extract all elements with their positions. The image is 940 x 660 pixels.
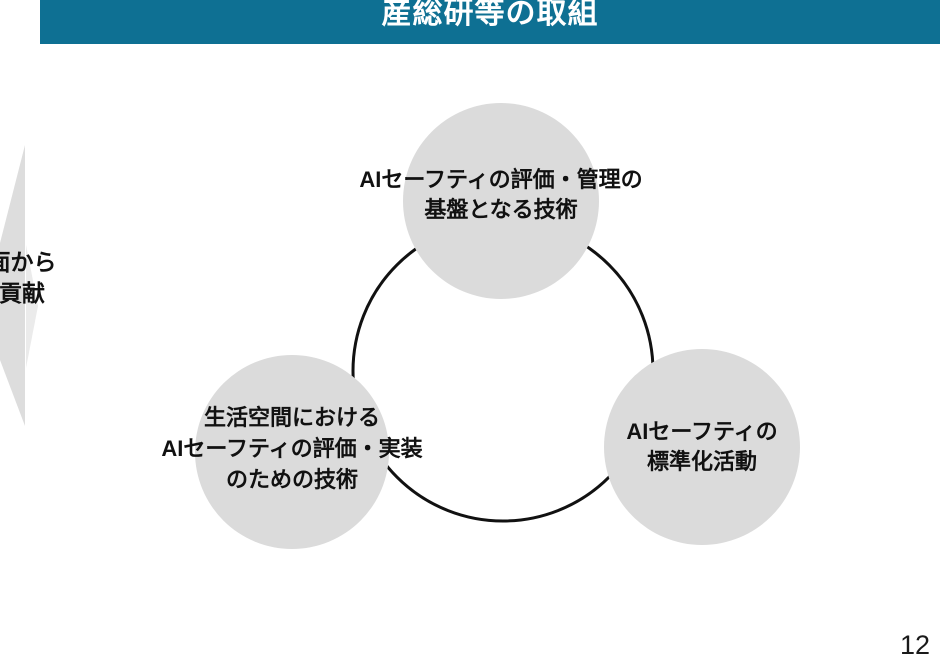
page-number: 12 [900,630,931,660]
node-label-bottom-right-line2: 標準化活動 [646,449,757,474]
side-arrow-shape [0,145,25,426]
node-circle-top [403,103,599,299]
node-label-top-line1: AIセーフティの評価・管理の [359,167,643,192]
node-circle-bottom-right [604,349,800,545]
node-label-bottom-left: 生活空間における AIセーフティの評価・実装 のための技術 [42,402,542,495]
node-label-bottom-right-line1: AIセーフティの [626,419,778,444]
node-label-bottom-left-line2: AIセーフティの評価・実装 [161,436,423,461]
side-arrow-label-line2: 貢献 [0,280,45,306]
side-arrow-label-line1: 面から [0,249,57,275]
node-label-top: AIセーフティの評価・管理の 基盤となる技術 [251,165,751,225]
node-label-bottom-left-line1: 生活空間における [203,405,380,430]
slide-title-bar: 産総研等の取組 [40,0,940,44]
node-label-top-line2: 基盤となる技術 [424,197,578,222]
node-label-bottom-left-line3: のための技術 [225,467,358,492]
side-arrow-label: 面から 貢献 [0,247,172,309]
node-label-bottom-right: AIセーフティの 標準化活動 [452,417,940,477]
side-arrow-tip [26,245,38,368]
node-circle-bottom-left [195,355,389,549]
slide-title: 産総研等の取組 [381,0,599,30]
